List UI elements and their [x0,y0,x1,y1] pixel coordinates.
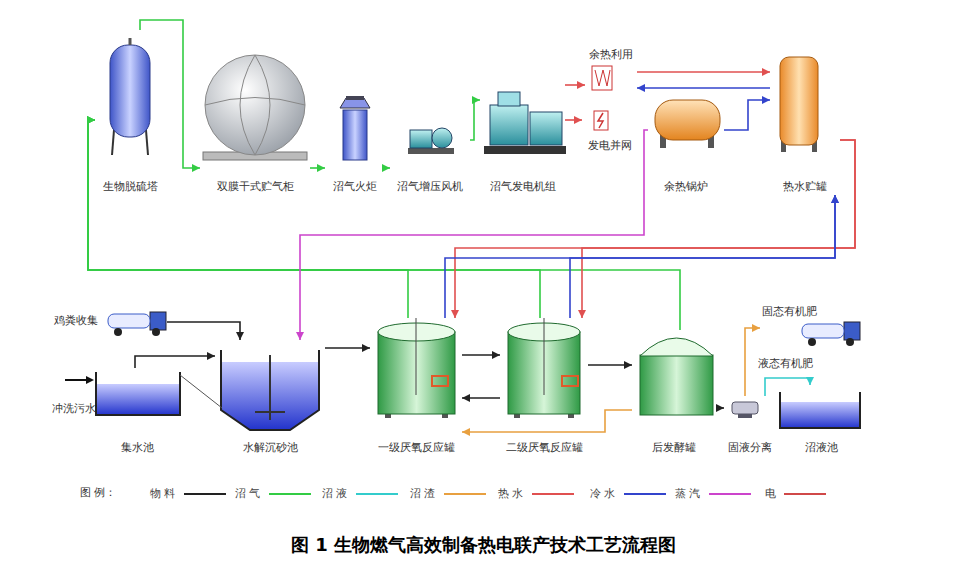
legend-text: 热 水 [498,486,524,501]
equipment-label: 沼气火炬 [333,180,377,193]
legend-item: 冷 水 [590,486,666,501]
legend-swatch [444,491,486,497]
pipe-connector [565,84,585,86]
equipment-label: 后发酵罐 [652,441,696,454]
pipe-connector [167,322,240,340]
equipment-node: 发电并网 [582,108,638,154]
equipment-node: 固态有机肥 [760,303,864,345]
pipe-connector [765,378,810,396]
equipment-label: 生物脱硫塔 [103,180,158,193]
legend-swatch [269,491,311,497]
legend-item: 热 水 [498,486,574,501]
pipe-connector [637,71,770,73]
pipe-connector [310,167,325,169]
equipment-label: 沼液池 [805,441,838,454]
pipe-connector [716,407,724,409]
equipment-node: 二级厌氧反应罐 [500,318,588,456]
legend-swatch [709,491,751,497]
pipe-connector [462,397,500,399]
pipe-connector [570,195,835,318]
equipment-label: 发电并网 [588,139,632,152]
equipment-label: 水解沉砂池 [243,441,298,454]
equipment-label: 双膜干式贮气柜 [217,180,294,193]
pipe-connector [88,120,408,318]
pipe-connector [745,328,760,396]
pipe-connector [445,195,835,318]
legend-item: 沼 液 [322,486,398,501]
equipment-label: 一级厌氧反应罐 [378,441,455,454]
pipe-connector [88,120,540,318]
equipment-node: 沼气火炬 [325,92,385,195]
legend-text: 冷 水 [590,486,616,501]
equipment-node: 鸡粪收集 [52,305,167,337]
equipment-node: 生物脱硫塔 [95,30,165,195]
equipment-node: 沼液池 [778,385,864,456]
legend-text: 沼 液 [322,486,348,501]
pipe-connector [300,130,648,340]
legend-swatch [624,491,666,497]
pipe-connector [140,20,200,168]
equipment-node: 集水池 [90,368,185,456]
equipment-label: 固态有机肥 [762,305,817,318]
pipe-connector [724,100,770,130]
legend-swatch [784,491,826,497]
annotation-label: 液态有机肥 [758,357,813,370]
pipe-connector [637,87,770,89]
equipment-node: 热水贮罐 [770,50,840,195]
pipe-connector [135,356,215,368]
equipment-label: 余热锅炉 [664,180,708,193]
equipment-label: 鸡粪收集 [54,314,98,327]
legend-text: 蒸 汽 [675,486,701,501]
equipment-node: 余热锅炉 [648,95,724,195]
pipe-connector [462,354,500,356]
equipment-node: 余热利用 [585,46,637,92]
pipe-connector [470,100,480,140]
legend-text: 电 [765,486,776,501]
pipe-connector [455,140,855,318]
equipment-node: 沼气增压风机 [390,120,470,195]
pipe-connector [565,119,582,121]
annotation-label: 冲洗污水 [52,402,96,415]
equipment-node: 一级厌氧反应罐 [370,318,462,456]
annotation-label: 图 例： [80,486,117,499]
legend-swatch [532,491,574,497]
equipment-node: 水解沉砂池 [215,340,325,456]
equipment-label: 固液分离 [728,441,772,454]
equipment-node: 沼气发电机组 [480,80,565,195]
equipment-label: 热水贮罐 [783,180,827,193]
equipment-label: 二级厌氧反应罐 [506,441,583,454]
equipment-node: 后发酵罐 [632,330,716,456]
legend-item: 沼 渣 [410,486,486,501]
pipe-connector [88,120,680,330]
equipment-label: 沼气增压风机 [397,180,463,193]
pipe-connector [462,410,632,432]
legend-text: 物 料 [150,486,176,501]
equipment-label: 沼气发电机组 [490,180,556,193]
legend-item: 物 料 [150,486,226,501]
equipment-label: 集水池 [121,441,154,454]
legend-text: 沼 气 [235,486,261,501]
equipment-node: 固液分离 [724,396,776,456]
legend-item: 沼 气 [235,486,311,501]
legend-item: 电 [765,486,826,501]
legend-swatch [184,491,226,497]
equipment-node: 双膜干式贮气柜 [200,55,310,195]
equipment-label: 余热利用 [589,48,633,61]
legend-item: 蒸 汽 [675,486,751,501]
legend-swatch [356,491,398,497]
pipe-connector [588,364,632,366]
pipe-connector [582,140,855,318]
pipe-connector [385,167,390,169]
figure-caption: 图 1 生物燃气高效制备热电联产技术工艺流程图 [0,533,967,557]
legend-text: 沼 渣 [410,486,436,501]
pipe-connector [325,347,370,349]
